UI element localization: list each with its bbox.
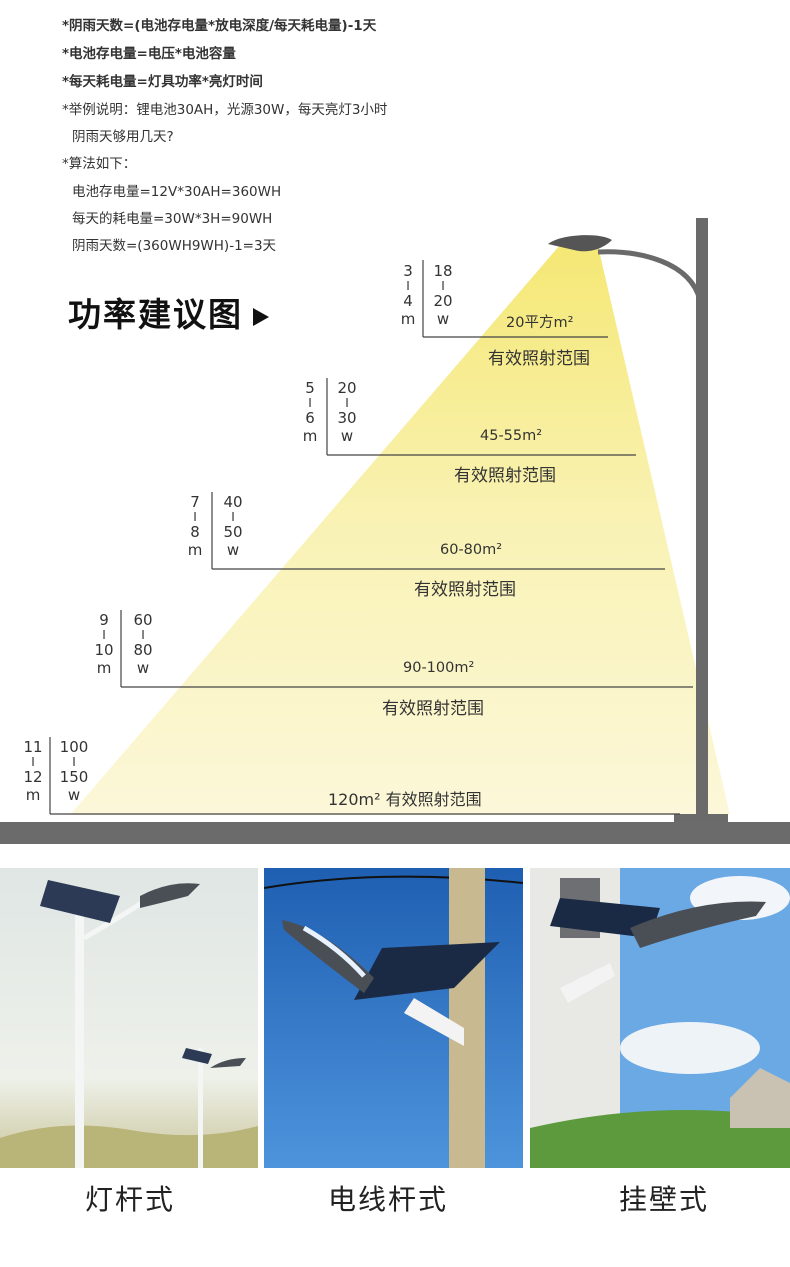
tier1-watt-min: 18 [433, 262, 453, 280]
tier1-desc: 有效照射范围 [488, 349, 590, 369]
tier3-height-max: 8 [190, 523, 200, 541]
tier3-watt-max: 50 [223, 523, 243, 541]
utility-pole-photo [264, 868, 523, 1168]
tier4-watt-sep: I [141, 628, 145, 642]
tier2-watt-sep: I [345, 396, 349, 410]
formula-rainy-days: *阴雨天数=(电池存电量*放电深度/每天耗电量)-1天 [62, 18, 377, 34]
tier5-height-sep: I [31, 755, 35, 769]
tier2-height-min: 5 [305, 379, 315, 397]
tier3-height-sep: I [193, 510, 197, 524]
ground [0, 822, 790, 844]
tier2-height-max: 6 [305, 409, 315, 427]
formula-battery-capacity: *电池存电量=电压*电池容量 [62, 46, 236, 62]
tier1-height-sep: I [406, 279, 410, 293]
tier5-height-max: 12 [23, 768, 43, 786]
tier4-height-sep: I [102, 628, 106, 642]
tier4-watt-unit: w [136, 659, 150, 677]
example-question: 阴雨天够用几天? [72, 129, 174, 145]
tier1-height-unit: m [400, 310, 416, 328]
tier1-watt-max: 20 [433, 292, 453, 310]
section-title-text: 功率建议图 [68, 295, 243, 334]
tier4-desc: 有效照射范围 [382, 699, 484, 719]
play-arrow-icon [253, 307, 269, 326]
tier2-watt-max: 30 [337, 409, 357, 427]
section-title: 功率建议图 [68, 288, 269, 336]
lamp-head-icon [548, 235, 612, 252]
tier1-watt-sep: I [441, 279, 445, 293]
pole-base [674, 814, 728, 824]
tier2-height-unit: m [302, 427, 318, 445]
tier2-desc: 有效照射范围 [454, 466, 556, 486]
caption-pole-mounted: 灯杆式 [84, 1183, 175, 1216]
example-intro: *举例说明：锂电池30AH，光源30W，每天亮灯3小时 [62, 102, 388, 118]
tier2-watt-min: 20 [337, 379, 357, 397]
lamp-arm [597, 249, 703, 301]
tier5-height-unit: m [25, 786, 41, 804]
tier4-watt-max: 80 [133, 641, 153, 659]
tier5-height-min: 11 [23, 738, 43, 756]
tier2-height-sep: I [308, 396, 312, 410]
tier4-height-min: 9 [99, 611, 109, 629]
tier3-area: 60-80m² [440, 542, 503, 558]
tier3-desc: 有效照射范围 [414, 580, 516, 600]
caption-wall-mounted: 挂壁式 [618, 1183, 709, 1216]
tier3-watt-min: 40 [223, 493, 243, 511]
algorithm-heading: *算法如下： [62, 156, 137, 172]
tier5-watt-unit: w [67, 786, 81, 804]
formula-daily-consumption: *每天耗电量=灯具功率*亮灯时间 [62, 74, 263, 90]
tier2-watt-unit: w [340, 427, 354, 445]
tier3-height-unit: m [187, 541, 203, 559]
pole-mounted-photo [0, 868, 258, 1168]
tier1-watt-unit: w [436, 310, 450, 328]
power-illustration [0, 218, 790, 844]
tier5-watt-sep: I [72, 755, 76, 769]
tier1-height-min: 3 [403, 262, 413, 280]
caption-utility-pole: 电线杆式 [327, 1183, 448, 1216]
tier5-watt-max: 150 [59, 768, 89, 786]
tier4-height-unit: m [96, 659, 112, 677]
calc-battery: 电池存电量=12V*30AH=360WH [72, 184, 282, 200]
tier3-height-min: 7 [190, 493, 200, 511]
tier3-watt-unit: w [226, 541, 240, 559]
tier4-height-max: 10 [94, 641, 114, 659]
tier4-watt-min: 60 [133, 611, 153, 629]
light-beam [70, 238, 730, 815]
lamp-pole [696, 218, 708, 818]
tier1-height-max: 4 [403, 292, 413, 310]
wall-mounted-photo [530, 868, 790, 1168]
tier5-watt-min: 100 [59, 738, 89, 756]
tier4-area: 90-100m² [403, 660, 475, 676]
tier5-area: 120m² 有效照射范围 [328, 790, 482, 809]
calc-rainy-days: 阴雨天数=(360WH9WH)-1=3天 [72, 238, 277, 254]
calc-consumption: 每天的耗电量=30W*3H=90WH [72, 211, 273, 227]
tier3-watt-sep: I [231, 510, 235, 524]
tier2-area: 45-55m² [480, 428, 543, 444]
tier1-area: 20平方m² [506, 315, 574, 331]
